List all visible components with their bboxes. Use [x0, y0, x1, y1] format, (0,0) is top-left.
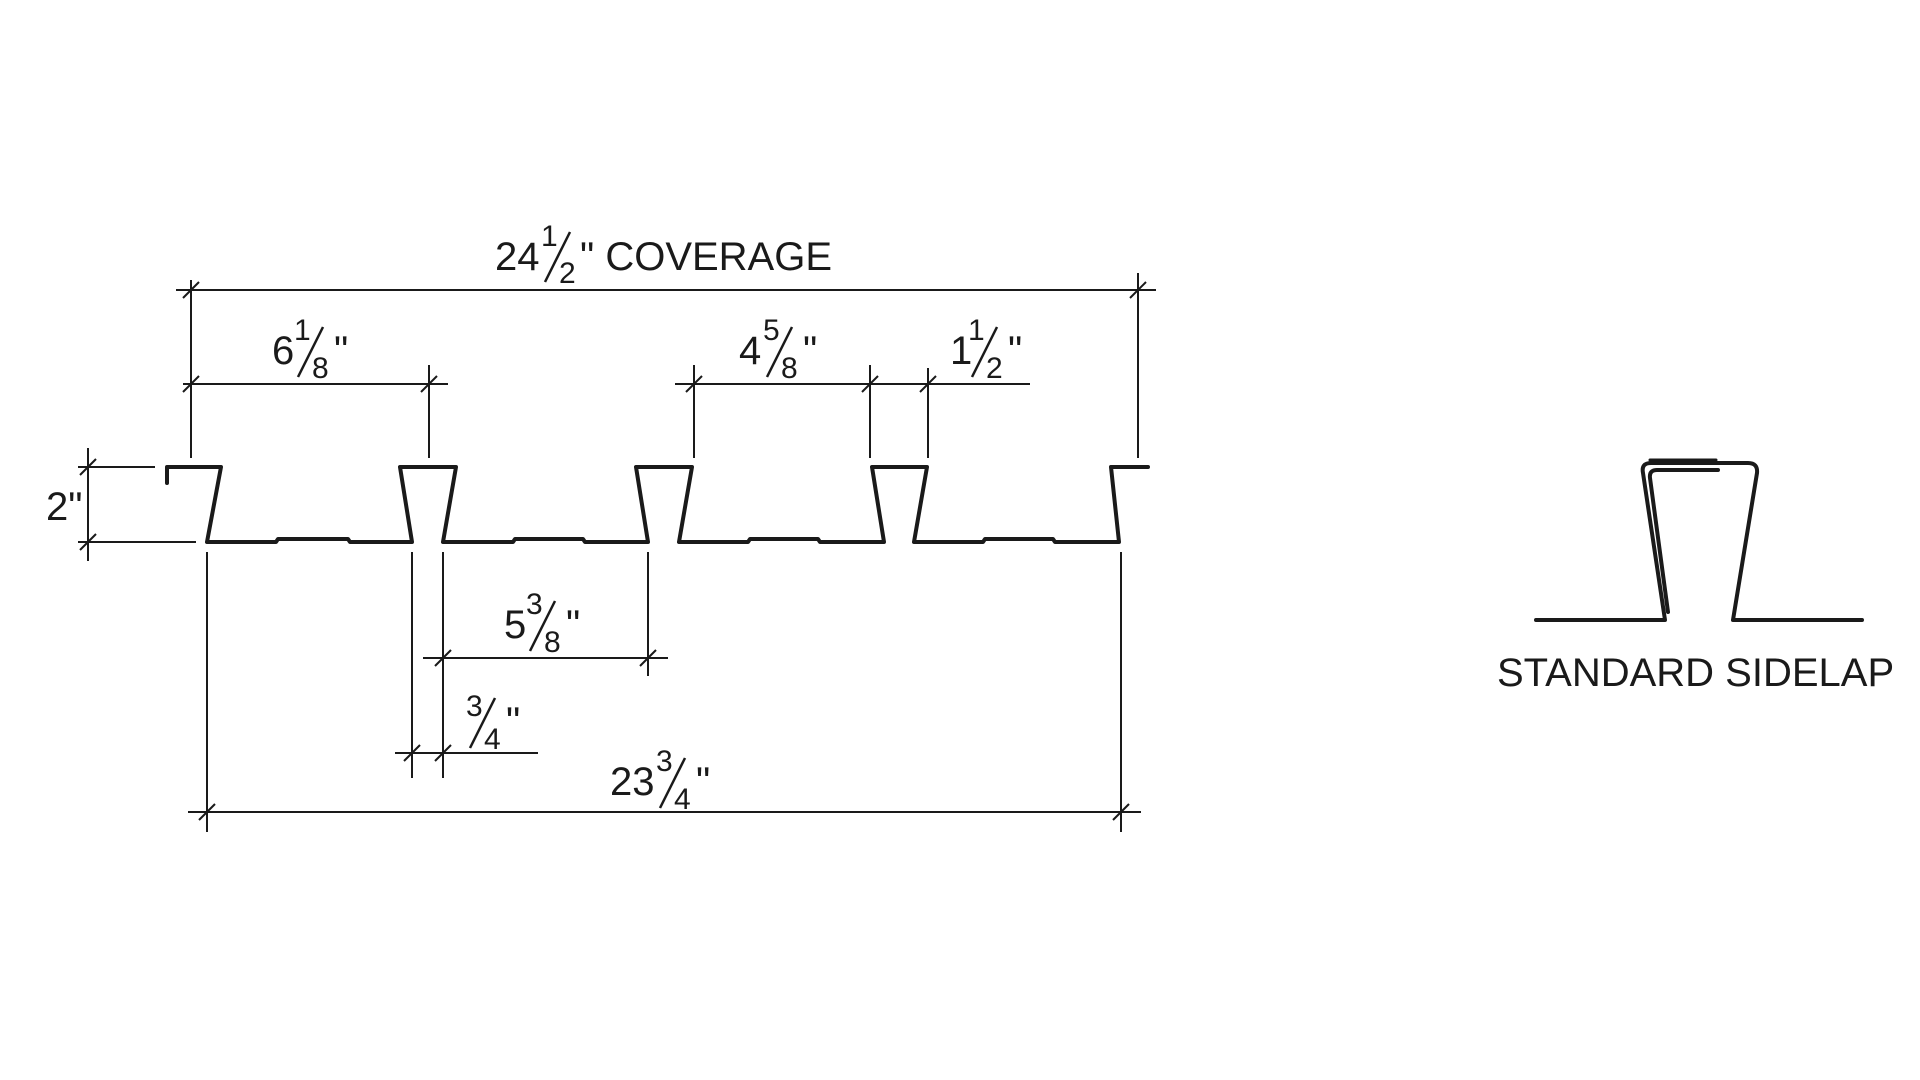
- rib-opening-numerator: 5: [763, 314, 780, 347]
- rib-opening-suffix: ": [803, 329, 817, 373]
- top-rib-pitch-whole: 6: [272, 329, 294, 373]
- top-rib-pitch-suffix: ": [334, 329, 348, 373]
- rib-top-width-suffix: ": [1008, 329, 1022, 373]
- coverage-denominator: 2: [559, 257, 576, 290]
- bottom-flat-suffix: ": [566, 603, 580, 647]
- rib-opening-denominator: 8: [781, 352, 798, 385]
- overall-width-suffix: ": [696, 760, 710, 804]
- overall-width-denominator: 4: [674, 783, 691, 816]
- coverage-whole: 24: [495, 235, 540, 279]
- deck-profile: [165, 465, 1150, 544]
- rib-top-width-denominator: 2: [986, 352, 1003, 385]
- bottom-flat-whole: 5: [504, 603, 526, 647]
- rib-bottom-width-dimension: 3 4 ": [395, 552, 538, 778]
- bottom-flat-dimension: 5 3 8 ": [423, 552, 668, 778]
- rib-top-width-whole: 1: [950, 329, 972, 373]
- bottom-flat-numerator: 3: [526, 588, 543, 621]
- depth-dimension: 2": [46, 448, 196, 561]
- sidelap-profile-inner: [1647, 468, 1720, 614]
- rib-opening-dimension: 4 5 8 ": [675, 314, 1030, 458]
- sidelap-detail: STANDARD SIDELAP: [1497, 458, 1894, 695]
- rib-bottom-width-denominator: 4: [484, 723, 501, 756]
- coverage-numerator: 1: [541, 220, 558, 253]
- rib-top-width-numerator: 1: [968, 314, 985, 347]
- overall-width-numerator: 3: [656, 745, 673, 778]
- top-rib-pitch-dimension: 6 1 8 ": [182, 314, 448, 458]
- rib-opening-whole: 4: [739, 329, 761, 373]
- rib-bottom-width-suffix: ": [506, 700, 520, 744]
- rib-top-width-dimension: 1 1 2 ": [950, 314, 1022, 385]
- top-rib-pitch-numerator: 1: [294, 314, 311, 347]
- top-rib-pitch-denominator: 8: [312, 352, 329, 385]
- overall-width-dimension: 23 3 4 ": [188, 552, 1141, 832]
- rib-bottom-width-numerator: 3: [466, 690, 483, 723]
- coverage-suffix: " COVERAGE: [580, 235, 832, 279]
- depth-label: 2": [46, 485, 82, 529]
- sidelap-title: STANDARD SIDELAP: [1497, 651, 1894, 695]
- coverage-dimension: 24 1 2 " COVERAGE: [176, 220, 1156, 458]
- overall-width-whole: 23: [610, 760, 655, 804]
- bottom-flat-denominator: 8: [544, 626, 561, 659]
- sidelap-profile-outer: [1534, 461, 1864, 622]
